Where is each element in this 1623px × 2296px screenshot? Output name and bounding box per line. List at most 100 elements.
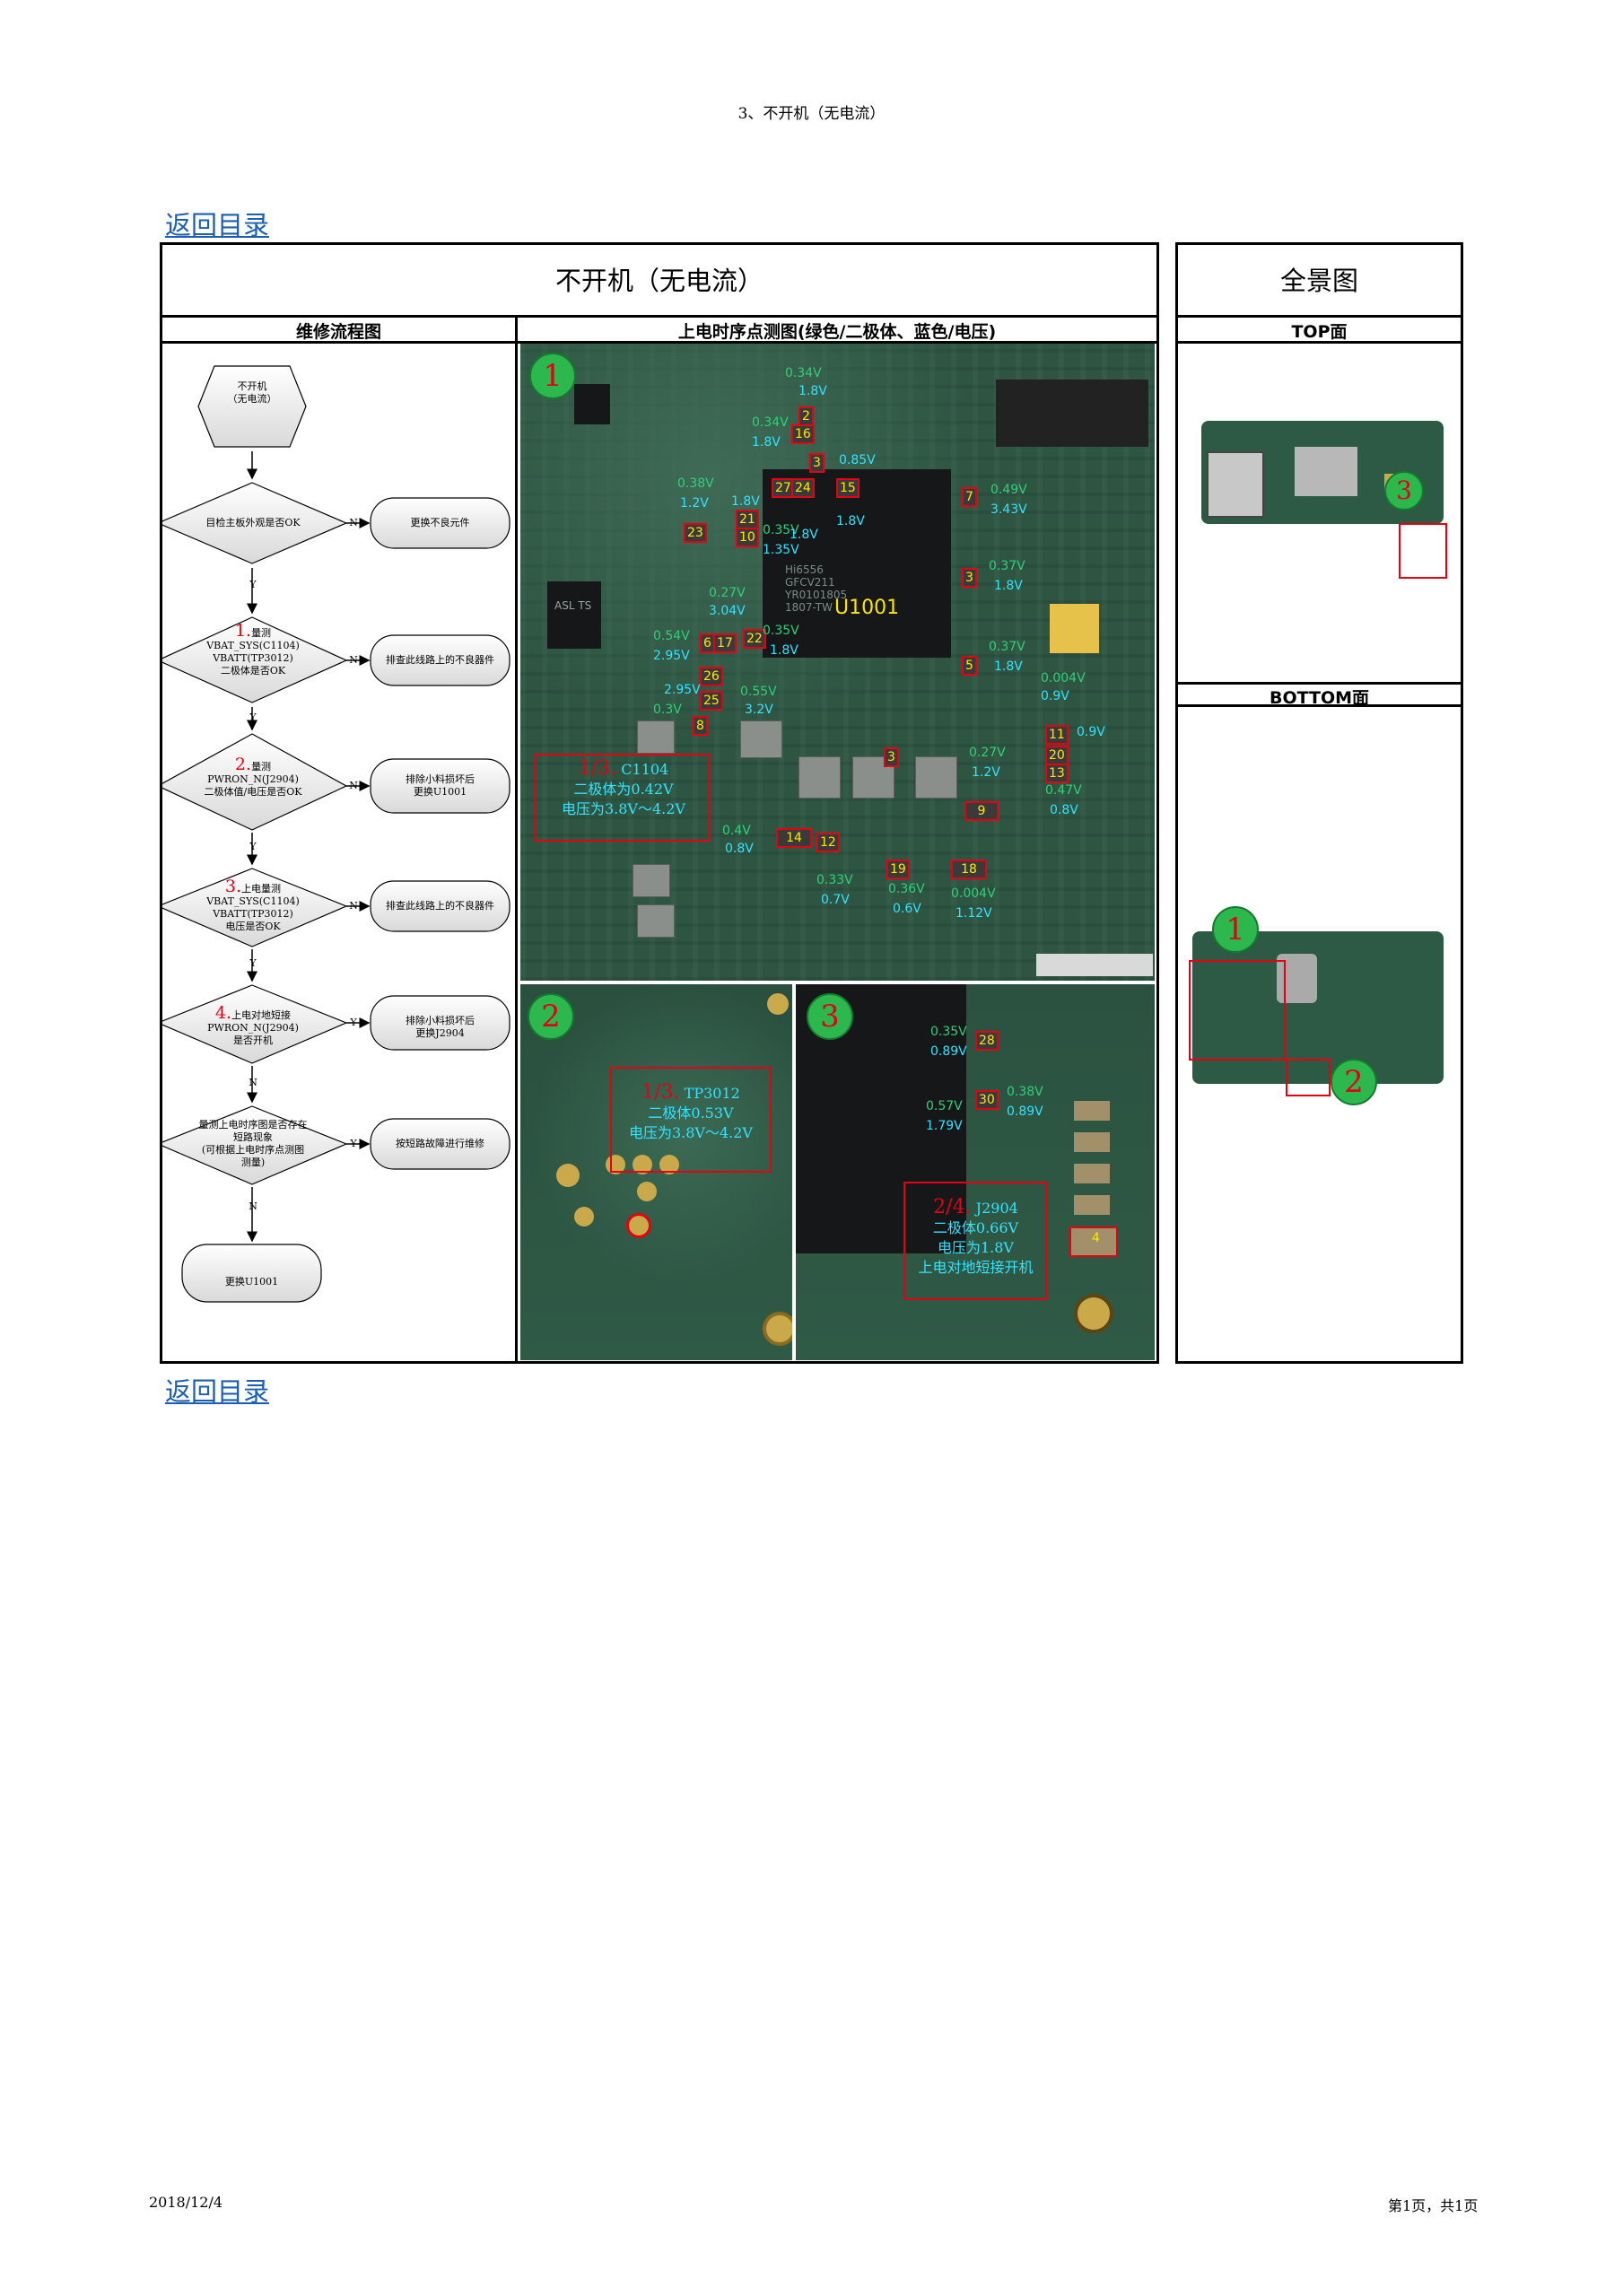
flow-start-shape	[197, 365, 307, 448]
test-pad	[556, 1164, 580, 1187]
flow-decision-0	[162, 482, 348, 564]
test-point-marker: 26	[700, 667, 723, 686]
soc-label: U1001	[834, 597, 900, 619]
flow-decision-3	[162, 868, 348, 947]
c1104-callout-box	[535, 754, 710, 842]
diode-reading: 0.35V	[763, 523, 799, 537]
test-point-marker: 3	[809, 453, 825, 473]
connector-pin	[1074, 1164, 1110, 1183]
flow-decision-4	[162, 984, 348, 1064]
tp3012-pad	[626, 1213, 651, 1238]
test-point-marker: 8	[693, 716, 708, 736]
flow-end-text: 更换U1001	[224, 1276, 279, 1288]
diode-reading: 0.34V	[752, 415, 789, 430]
test-point-marker: 12	[816, 833, 840, 852]
flow-end-shape	[181, 1244, 322, 1303]
flow-a2-text: 排除小料损坏后更换U1001	[406, 773, 475, 798]
diode-reading: 0.57V	[926, 1099, 963, 1113]
flow-a5-text: 按短路故障进行维修	[396, 1138, 484, 1149]
flow-yes-label: Y	[249, 841, 257, 852]
test-point-marker: 20	[1045, 746, 1069, 765]
voltage-reading: 0.8V	[725, 842, 754, 856]
bottom-label: BOTTOM面	[1269, 688, 1370, 708]
voltage-reading: 1.12V	[955, 906, 992, 921]
flow-action-4	[370, 995, 510, 1051]
diode-reading: 0.34V	[785, 366, 822, 380]
sim-slot	[1207, 451, 1264, 518]
voltage-reading: 0.85V	[839, 453, 876, 467]
diode-reading: 0.36V	[888, 882, 925, 896]
top-area-box	[1399, 523, 1447, 579]
voltage-reading: 1.8V	[994, 659, 1023, 674]
voltage-reading: 3.04V	[709, 604, 746, 618]
capacitor	[633, 864, 670, 897]
back-to-contents-link-bottom[interactable]: 返回目录	[165, 1376, 270, 1407]
screw-hole	[763, 1312, 792, 1346]
col-header-flow: 维修流程图	[295, 322, 381, 342]
voltage-reading: 0.9V	[1041, 689, 1069, 703]
connector-pin	[1074, 1132, 1110, 1152]
pcb-photo-3: 4 3 28 30 0.35V 0.89V 0.57V 1.79V 0.38V …	[796, 984, 1155, 1360]
flow-a0-text: 更换不良元件	[410, 517, 470, 528]
c1104-note: 1/3. C1104 二极体为0.42V 电压为3.8V～4.2V	[561, 757, 685, 818]
shield-can	[1295, 447, 1357, 496]
diode-reading: 0.004V	[951, 886, 996, 901]
j2904-pin-label: 4	[1092, 1231, 1100, 1245]
pcb-photo-2: 2 1/3. TP3012 二极体0.53V 电压为3.8V～4.2V	[520, 984, 792, 1360]
test-point-marker: 24	[791, 478, 815, 498]
capacitor	[637, 904, 675, 938]
test-point-marker: 18	[951, 860, 987, 879]
voltage-reading: 1.35V	[763, 543, 799, 557]
bottom-area-2-box	[1286, 1059, 1331, 1096]
test-point-marker: 21	[736, 510, 759, 529]
divider	[1178, 682, 1461, 685]
voltage-reading: 0.89V	[930, 1044, 967, 1059]
diode-reading: 0.27V	[969, 746, 1006, 760]
diode-reading: 0.33V	[816, 873, 853, 887]
top-area-number: 3	[1384, 471, 1424, 511]
test-point-marker: 2	[798, 406, 814, 426]
test-point-marker: 22	[743, 629, 766, 649]
screw-hole	[1074, 1294, 1113, 1333]
test-point-marker: 9	[964, 801, 999, 821]
flow-no-label: N	[349, 900, 358, 912]
small-chip-label: ASL TS	[554, 599, 592, 612]
test-pad	[574, 1207, 594, 1227]
diode-reading: 0.27V	[709, 586, 746, 600]
area-number-2: 2	[528, 993, 574, 1040]
test-point-marker: 5	[962, 656, 977, 676]
connector-pin	[1074, 1101, 1110, 1121]
page-header: 3、不开机（无电流）	[737, 105, 886, 123]
flow-a1-text: 排查此线路上的不良器件	[386, 654, 494, 666]
bottom-area-number-1: 1	[1212, 906, 1259, 953]
tp3012-callout-box	[610, 1067, 772, 1173]
divider	[515, 316, 518, 1362]
voltage-reading: 1.2V	[680, 496, 709, 511]
diode-reading: 0.38V	[1007, 1085, 1043, 1099]
back-to-contents-link-top[interactable]: 返回目录	[165, 210, 270, 240]
voltage-reading: 3.43V	[990, 502, 1027, 517]
flow-action-3	[370, 880, 510, 932]
tp3012-note: 1/3. TP3012 二极体0.53V 电压为3.8V～4.2V	[628, 1081, 753, 1142]
bottom-area-1-box	[1189, 960, 1286, 1061]
flow-no-label: N	[249, 1200, 257, 1212]
test-point-marker: 19	[886, 860, 910, 879]
test-point-marker: 25	[700, 691, 723, 711]
voltage-reading: 1.8V	[798, 384, 827, 398]
divider	[1178, 341, 1461, 344]
flow-d1-text: 1.量测 VBAT_SYS(C1104)VBATT(TP3012)二极体是否OK	[206, 621, 300, 677]
diode-reading: 0.35V	[763, 624, 799, 638]
flowchart	[162, 365, 510, 1303]
divider	[1178, 315, 1461, 318]
flow-yes-label: Y	[350, 1017, 357, 1028]
voltage-reading: 0.7V	[821, 893, 850, 907]
voltage-reading: 2.95V	[653, 649, 690, 663]
test-point-marker: 10	[736, 528, 759, 547]
test-point-marker: 13	[1045, 764, 1069, 783]
flow-action-0	[370, 497, 510, 549]
voltage-reading: 1.8V	[836, 514, 865, 528]
camera-module	[1277, 954, 1317, 1003]
footer-date: 2018/12/4	[149, 2194, 223, 2211]
diode-reading: 0.4V	[722, 824, 751, 838]
